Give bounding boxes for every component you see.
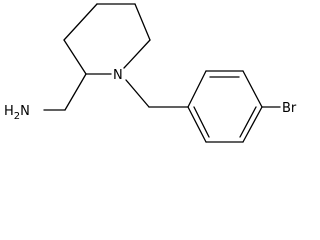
nitrogen-label: N [113,68,123,83]
aryl-double-bond-left [193,106,210,138]
ring-bond-right-upper [134,3,151,41]
aryl-bond-3 [242,70,263,108]
aryl-bond-4 [242,106,263,143]
structure-diagram: N H2N Br [4,3,297,143]
bond-n-ch2 [125,79,150,108]
ring-bond-left-upper [63,3,98,41]
amine-label: H2N [4,104,30,122]
aryl-double-bond-right [239,106,257,138]
piperidine-ring [63,3,151,75]
aryl-bond-1 [187,70,207,108]
benzyl-linker [125,79,189,108]
benzene-ring [187,70,263,143]
bromine-label: Br [282,101,297,116]
aryl-bond-6 [187,106,207,143]
ring-bond-left-lower [63,39,87,75]
bond-c2-ch2 [64,73,87,111]
aminomethyl-group [43,73,87,111]
ring-bond-right-lower [123,39,151,69]
